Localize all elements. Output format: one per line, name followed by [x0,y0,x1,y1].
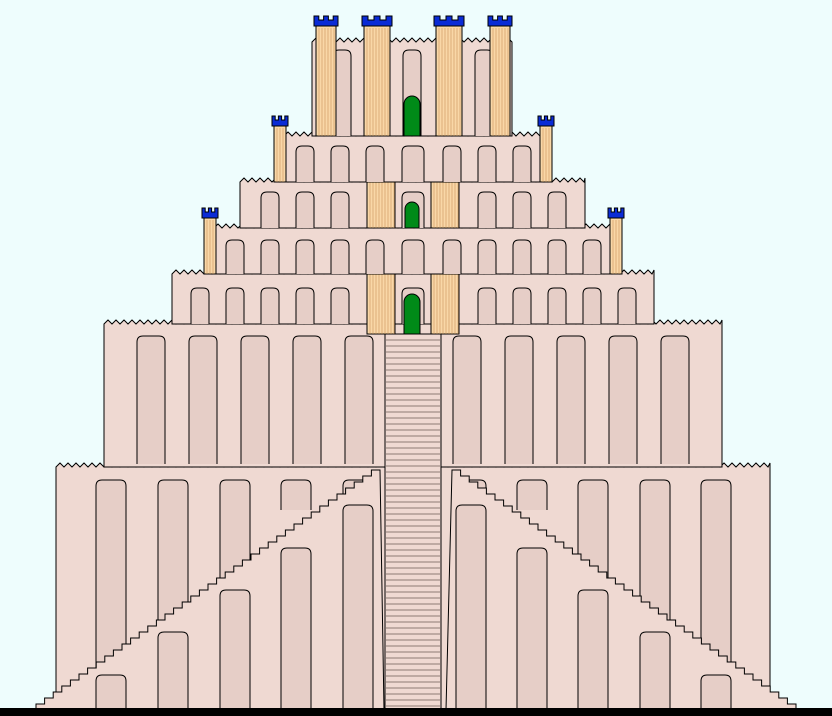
ramp-panel [516,547,548,710]
top-tower-2 [361,15,393,137]
tier-6-panel [442,145,462,182]
ramp-panel [700,674,732,710]
ramp-panel [577,589,609,710]
tier-2-panel [292,335,322,464]
tier-4-panel [477,239,497,274]
green-door [404,201,420,229]
tier-3-panel [512,287,532,324]
tier-2-panel [136,335,166,464]
tier-6-panel [477,145,497,182]
tier-3-panel [477,287,497,324]
tower-crown [361,15,393,27]
tower-crown [487,15,513,27]
ramp-panel [639,631,671,710]
tower-crown [313,15,339,27]
tier-2-panel [660,335,690,464]
central-staircase [384,333,442,711]
tower-crown [433,15,465,27]
ramp-panel [95,674,127,710]
tier-5-panel [260,191,280,228]
corner-post-right-upper [537,115,555,183]
tier-4-panel [512,239,532,274]
tier-3-panel [617,287,637,324]
tier-1-left-panel [280,479,312,510]
tier-5-panel [547,191,567,228]
tier-3-panel [295,287,315,324]
tier-2-panel [608,335,638,464]
tier-5-panel [477,191,497,228]
stair-body [384,333,442,711]
tower-body [363,25,391,137]
tower-crown [271,115,289,127]
ramp-panel [342,504,374,710]
tower-right-mid [428,167,462,229]
tower-left-mid [364,167,398,229]
tower-body [430,177,460,229]
tier-5-panel [512,191,532,228]
tier-2-panel [504,335,534,464]
tier-4-panel [330,239,350,274]
tower-body [366,271,396,335]
top-tower-3 [433,15,465,137]
tier-6-panel [365,145,385,182]
tier-4-panel [582,239,602,274]
tower-crown [537,115,555,127]
tier-4-panel [547,239,567,274]
tier-2-panel [556,335,586,464]
top-tower-1 [313,15,339,137]
tier-5-panel [330,191,350,228]
tier-4-panel [365,239,385,274]
ramp-panel [157,631,189,710]
tier-3-panel [225,287,245,324]
corner-post-right [607,207,625,275]
tier-3-panel [190,287,210,324]
tower-body [430,271,460,335]
corner-post-left [201,207,219,275]
tower-crown [607,207,625,219]
tower-body [435,25,463,137]
tier-3-panel [547,287,567,324]
tier-6-panel [295,145,315,182]
tower-body [366,177,396,229]
tier-4-panel [295,239,315,274]
ground-line [0,708,832,716]
tier-6-panel [512,145,532,182]
top-tower-4 [487,15,513,137]
tier-3-panel [582,287,602,324]
tier-2-panel [240,335,270,464]
tier-1-right-panel [516,479,548,510]
corner-post-left-upper [271,115,289,183]
tier-6-panel [330,145,350,182]
green-door [403,293,421,335]
tier-2-panel [452,335,482,464]
tier-4-panel [260,239,280,274]
ramp-panel [280,547,312,710]
tower-crown [201,207,219,219]
tier-2-panel [188,335,218,464]
tier-3-panel [330,287,350,324]
tier-5-panel [295,191,315,228]
ramp-panel [219,589,251,710]
tier-3-panel [260,287,280,324]
tier-4-panel [442,239,462,274]
tier-2-panel [344,335,374,464]
tier-4-center-panel [401,239,425,274]
green-door [403,95,421,137]
tier-6-center-panel [401,145,425,182]
tier-4-panel [225,239,245,274]
ramp-panel [455,504,487,710]
